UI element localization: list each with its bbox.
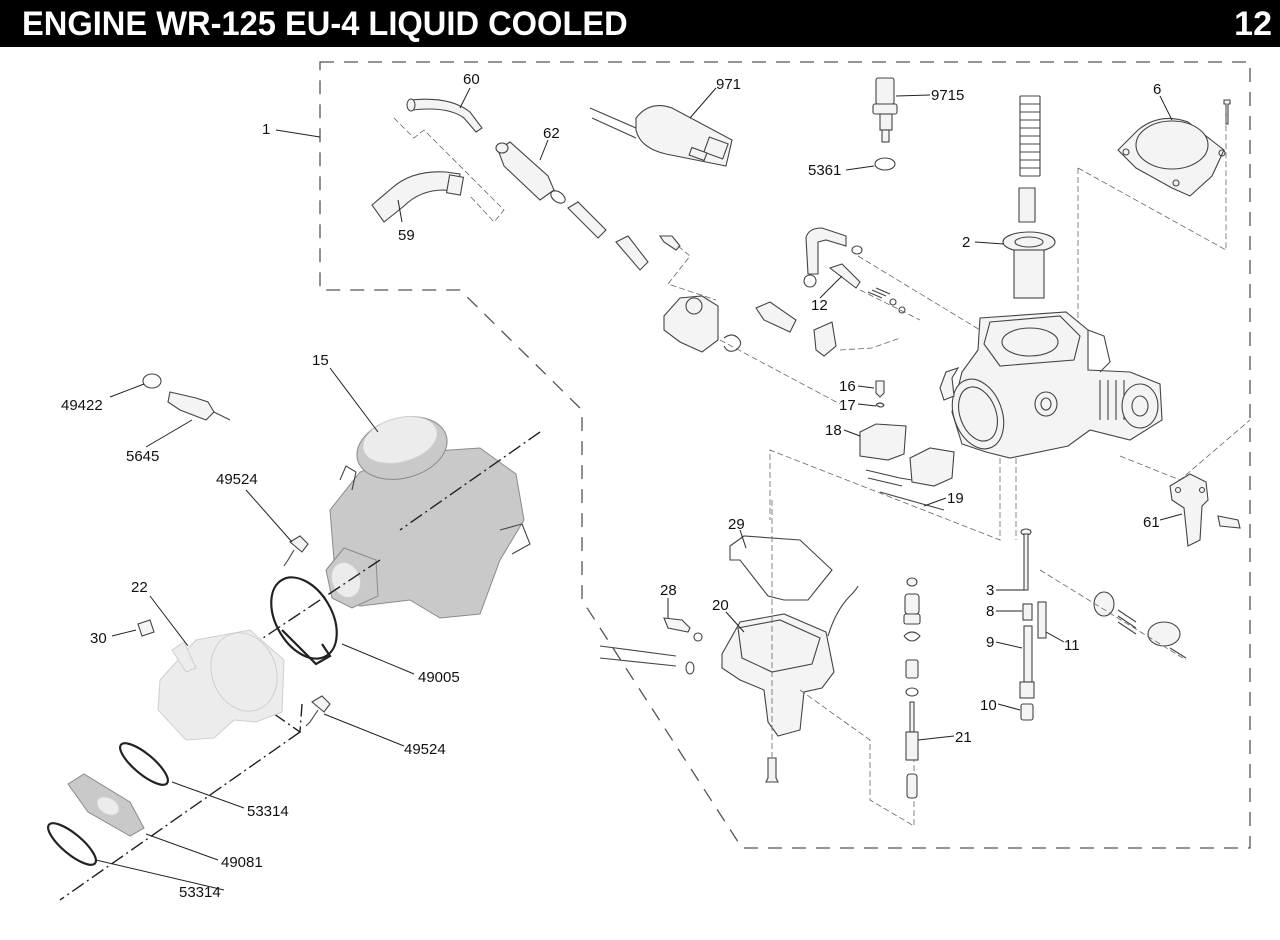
callout-10: 10 bbox=[980, 697, 997, 714]
callout-61: 61 bbox=[1143, 514, 1160, 531]
hose-bracket-line bbox=[393, 117, 505, 223]
callout-20: 20 bbox=[712, 597, 729, 614]
carburetor-body bbox=[939, 311, 1163, 459]
vent-hose bbox=[803, 227, 863, 288]
clip-mid bbox=[723, 334, 742, 352]
part-11-pilot-jet bbox=[1037, 601, 1047, 639]
callout-22: 22 bbox=[131, 579, 148, 596]
jet-stack bbox=[903, 577, 921, 697]
callout-49081: 49081 bbox=[221, 854, 263, 871]
part-6-top-cover bbox=[1117, 117, 1226, 197]
part-12-pilot-screw bbox=[828, 263, 906, 314]
page-title: ENGINE WR-125 EU-4 LIQUID COOLED bbox=[22, 5, 628, 43]
page-header: ENGINE WR-125 EU-4 LIQUID COOLED 12 bbox=[0, 0, 1280, 47]
callout-49005: 49005 bbox=[418, 669, 460, 686]
oring-28 bbox=[693, 632, 703, 642]
callout-18: 18 bbox=[825, 422, 842, 439]
choke-plunger-assembly bbox=[1039, 569, 1187, 661]
callout-60: 60 bbox=[463, 71, 480, 88]
callout-11: 11 bbox=[1064, 637, 1080, 654]
part-10-main-jet bbox=[1020, 703, 1034, 721]
part-18-float bbox=[859, 423, 955, 487]
part-49422-washer bbox=[142, 373, 162, 389]
part-22-intake-manifold bbox=[157, 629, 285, 741]
part-30-plug bbox=[137, 619, 155, 637]
part-53314-oring-upper bbox=[119, 742, 169, 786]
page-number: 12 bbox=[1234, 5, 1272, 43]
callout-49524-lower: 49524 bbox=[404, 741, 446, 758]
part-16-needle-valve bbox=[875, 380, 885, 398]
part-62-fitting bbox=[495, 141, 649, 271]
callout-12: 12 bbox=[811, 297, 828, 314]
callout-53314-lower: 53314 bbox=[179, 884, 221, 901]
part-971-ignition-coil bbox=[589, 105, 733, 167]
screw-61 bbox=[1217, 515, 1241, 529]
callout-15: 15 bbox=[312, 352, 329, 369]
jet-fitting bbox=[755, 301, 797, 333]
bracket-clip bbox=[813, 321, 837, 357]
part-3-needle bbox=[1020, 528, 1032, 591]
choke-bracket bbox=[663, 295, 719, 353]
callout-29: 29 bbox=[728, 516, 745, 533]
part-53314-oring-lower bbox=[47, 822, 97, 866]
callout-28: 28 bbox=[660, 582, 677, 599]
part-49524-screw-upper bbox=[283, 535, 309, 567]
part-9715-temperature-sensor bbox=[872, 77, 898, 143]
callout-49524-upper: 49524 bbox=[216, 471, 258, 488]
callout-62: 62 bbox=[543, 125, 560, 142]
callout-59: 59 bbox=[398, 227, 415, 244]
bowl-screw bbox=[765, 757, 779, 783]
part-49081-reed-plate bbox=[67, 773, 145, 837]
part-5361-washer bbox=[874, 157, 896, 171]
callout-971: 971 bbox=[716, 76, 741, 93]
callout-3: 3 bbox=[986, 582, 994, 599]
callout-2: 2 bbox=[962, 234, 970, 251]
screw-cover bbox=[1223, 99, 1231, 125]
callout-30: 30 bbox=[90, 630, 107, 647]
callout-6: 6 bbox=[1153, 81, 1161, 98]
callout-1: 1 bbox=[262, 121, 270, 138]
callout-9715: 9715 bbox=[931, 87, 964, 104]
callout-21: 21 bbox=[955, 729, 972, 746]
part-59-elbow bbox=[371, 171, 465, 223]
callout-49422: 49422 bbox=[61, 397, 103, 414]
part-21-jet-needle bbox=[905, 701, 919, 799]
part-2-throttle-slide bbox=[1002, 231, 1056, 299]
part-15-intake-body bbox=[325, 416, 531, 619]
needle-holder bbox=[1018, 187, 1036, 223]
part-61-bracket bbox=[1169, 473, 1209, 547]
part-60-hose bbox=[406, 98, 483, 133]
slide-spring bbox=[1019, 95, 1041, 177]
leader-lines bbox=[95, 87, 1183, 891]
part-49524-screw-lower bbox=[305, 695, 331, 727]
callout-16: 16 bbox=[839, 378, 856, 395]
part-9-emulsion-tube bbox=[1019, 625, 1035, 699]
drain-tube bbox=[599, 645, 677, 667]
clip-drain bbox=[685, 661, 695, 675]
callout-5645: 5645 bbox=[126, 448, 159, 465]
callout-53314-upper: 53314 bbox=[247, 803, 289, 820]
callout-9: 9 bbox=[986, 634, 994, 651]
guide-line-mid bbox=[667, 245, 717, 301]
part-49005-clamp bbox=[270, 576, 338, 666]
screw-mid bbox=[658, 235, 681, 251]
callout-8: 8 bbox=[986, 603, 994, 620]
part-5645-spark-plug bbox=[167, 391, 231, 421]
guide-line-12 bbox=[857, 255, 981, 331]
part-19-float-pin bbox=[879, 491, 945, 511]
part-28-drain-screw bbox=[663, 617, 691, 633]
part-8-needle-jet bbox=[1022, 603, 1033, 621]
part-20-float-bowl bbox=[721, 585, 859, 737]
cover-guide-line bbox=[1077, 104, 1227, 330]
part-17-clip bbox=[875, 402, 885, 408]
guide-line-clip bbox=[719, 337, 901, 405]
callout-19: 19 bbox=[947, 490, 964, 507]
callout-17: 17 bbox=[839, 397, 856, 414]
callout-5361: 5361 bbox=[808, 162, 841, 179]
